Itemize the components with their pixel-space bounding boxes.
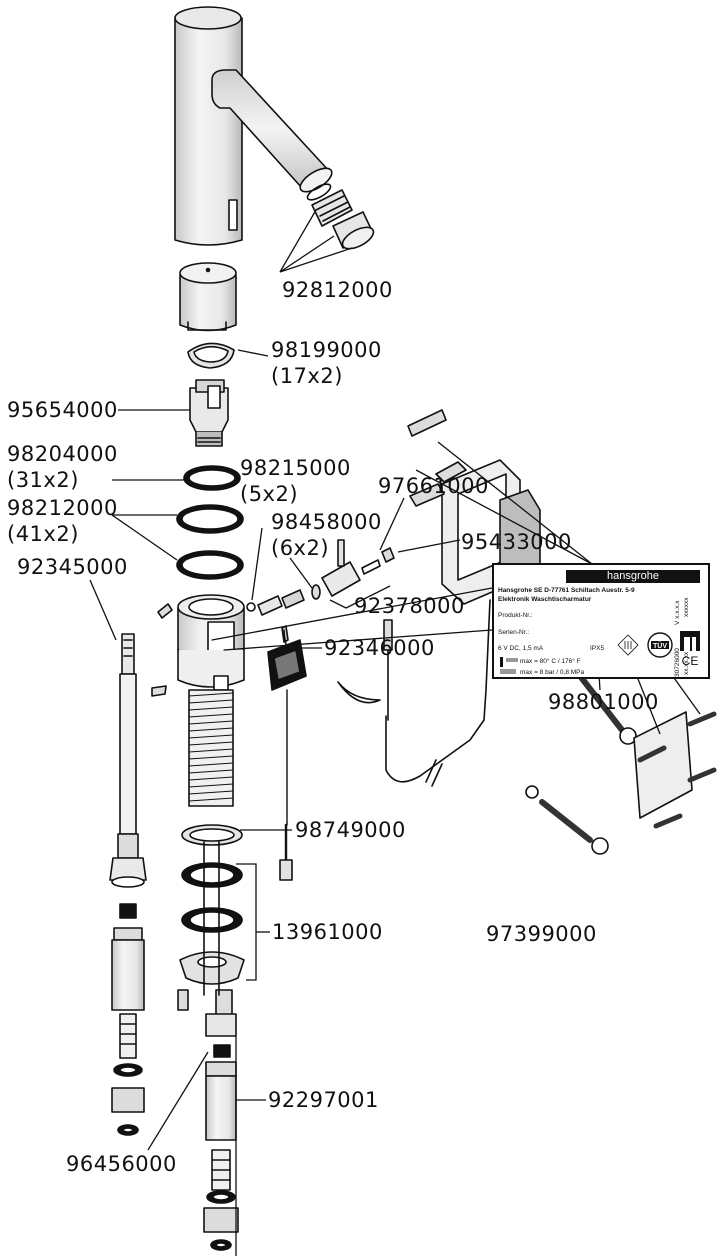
label-oring-17x2-size: (17x2) bbox=[271, 364, 343, 388]
thread-lines bbox=[188, 692, 234, 802]
faucet-body bbox=[174, 6, 333, 246]
valve-body-part bbox=[177, 594, 245, 807]
plate-address: Hansgrohe SE D-77761 Schiltach Auestr. 5… bbox=[498, 587, 635, 594]
label-oring-41x2-size: (41x2) bbox=[7, 522, 79, 546]
cap-part bbox=[179, 262, 237, 332]
label-oring-6x2-size: (6x2) bbox=[271, 536, 330, 560]
label-oring-31x2-code: 98204000 bbox=[7, 442, 118, 466]
plate-serial-nr: Serien-Nr.: bbox=[498, 629, 530, 636]
left-hose-part bbox=[109, 633, 147, 1136]
label-electronics: 92346000 bbox=[324, 636, 435, 660]
label-screw: 97661000 bbox=[378, 474, 489, 498]
brand-logo: hansgrohe bbox=[566, 570, 700, 583]
label-oring-31x2-size: (31x2) bbox=[7, 468, 79, 492]
label-fixing-ring: 98749000 bbox=[295, 818, 406, 842]
ce-mark: CE bbox=[682, 654, 699, 668]
label-temp-lever-set: 92378000 bbox=[354, 594, 465, 618]
screws-part bbox=[525, 655, 717, 855]
type-plate: hansgrohe Hansgrohe SE D-77761 Schiltach… bbox=[492, 563, 710, 679]
tuv-mark: TÜV bbox=[653, 641, 667, 650]
plate-symbols: TÜV CE bbox=[500, 631, 700, 674]
aerator-parts bbox=[306, 183, 375, 250]
label-oring-5x2-size: (5x2) bbox=[240, 482, 299, 506]
right-hose-part bbox=[203, 1044, 239, 1251]
sensor-cable-part bbox=[383, 619, 443, 787]
plate-temp: max = 80° C / 176° F bbox=[520, 658, 581, 665]
label-aerator-set: 92812000 bbox=[282, 278, 393, 302]
label-battery: 97399000 bbox=[486, 922, 597, 946]
label-oring-6x2-code: 98458000 bbox=[271, 510, 382, 534]
electronics-part bbox=[267, 629, 381, 881]
plate-pressure: max = 8 bar / 0,8 MPa bbox=[520, 669, 585, 676]
label-oring-5x2-code: 98215000 bbox=[240, 456, 351, 480]
label-supply-hose: 92345000 bbox=[17, 555, 128, 579]
label-clip: 95433000 bbox=[461, 530, 572, 554]
plate-power: 6 V DC, 1,5 mA bbox=[498, 645, 544, 652]
plate-product-nr: Produkt-Nr.: bbox=[498, 612, 533, 619]
label-nozzle: 96456000 bbox=[66, 1152, 177, 1176]
label-supply-hose-2: 92297001 bbox=[268, 1088, 379, 1112]
leader-lines bbox=[89, 209, 701, 1256]
label-solenoid: 95654000 bbox=[7, 398, 118, 422]
solenoid-part bbox=[189, 379, 229, 447]
plate-protection: IPX5 bbox=[590, 645, 605, 652]
plate-product-name: Elektronik Waschtischarmatur bbox=[498, 596, 592, 603]
label-mounting-set: 13961000 bbox=[272, 920, 383, 944]
temp-parts bbox=[246, 539, 395, 643]
label-wall-plugs: 98801000 bbox=[548, 690, 659, 714]
label-oring-41x2-code: 98212000 bbox=[7, 496, 118, 520]
label-oring-17x2-code: 98199000 bbox=[271, 338, 382, 362]
